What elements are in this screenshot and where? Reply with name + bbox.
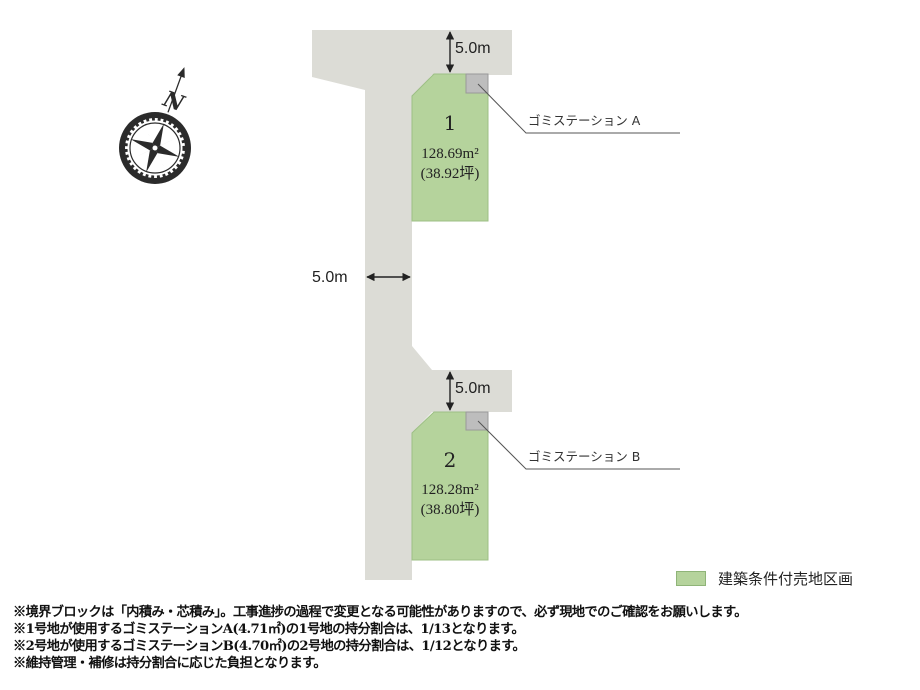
road: [312, 30, 512, 580]
lot-2-area: 128.28m²: [421, 482, 479, 498]
notes: ※境界ブロックは「内積み・芯積み」。工事進捗の過程で変更となる可能性がありますの…: [13, 604, 913, 672]
road-width-lower-label: 5.0m: [455, 380, 491, 397]
note-2: ※1号地が使用するゴミステーションA(4.71㎡)の1号地の持分割合は、1/13…: [13, 622, 525, 637]
road-width-main-label: 5.0m: [312, 269, 348, 286]
note-1: ※境界ブロックは「内積み・芯積み」。工事進捗の過程で変更となる可能性がありますの…: [13, 605, 747, 620]
lot-1-area: 128.69m²: [421, 146, 479, 162]
road-width-top-label: 5.0m: [455, 40, 491, 57]
legend-swatch: [676, 571, 706, 586]
garbage-station-b-label: ゴミステーション B: [528, 449, 640, 464]
lot-2-tsubo: (38.80坪): [421, 501, 480, 518]
legend-label: 建築条件付売地区画: [718, 570, 854, 588]
note-3: ※2号地が使用するゴミステーションB(4.70㎡)の2号地の持分割合は、1/12…: [13, 639, 526, 654]
site-plan: 5.0m 5.0m 5.0m 1 128.69m² (38.92坪) 2 128…: [119, 30, 680, 580]
lot-1-number: 1: [444, 111, 457, 135]
north-label: N: [159, 86, 189, 118]
leader-line-a: [477, 83, 680, 134]
legend: 建築条件付売地区画: [676, 568, 853, 589]
garbage-station-a-label: ゴミステーション A: [528, 113, 641, 128]
lot-2-number: 2: [444, 448, 457, 472]
lot-1-tsubo: (38.92坪): [421, 165, 480, 182]
compass-icon: [119, 67, 191, 184]
leader-line-b: [477, 420, 680, 470]
note-4: ※維持管理・補修は持分割合に応じた負担となります。: [13, 656, 327, 671]
